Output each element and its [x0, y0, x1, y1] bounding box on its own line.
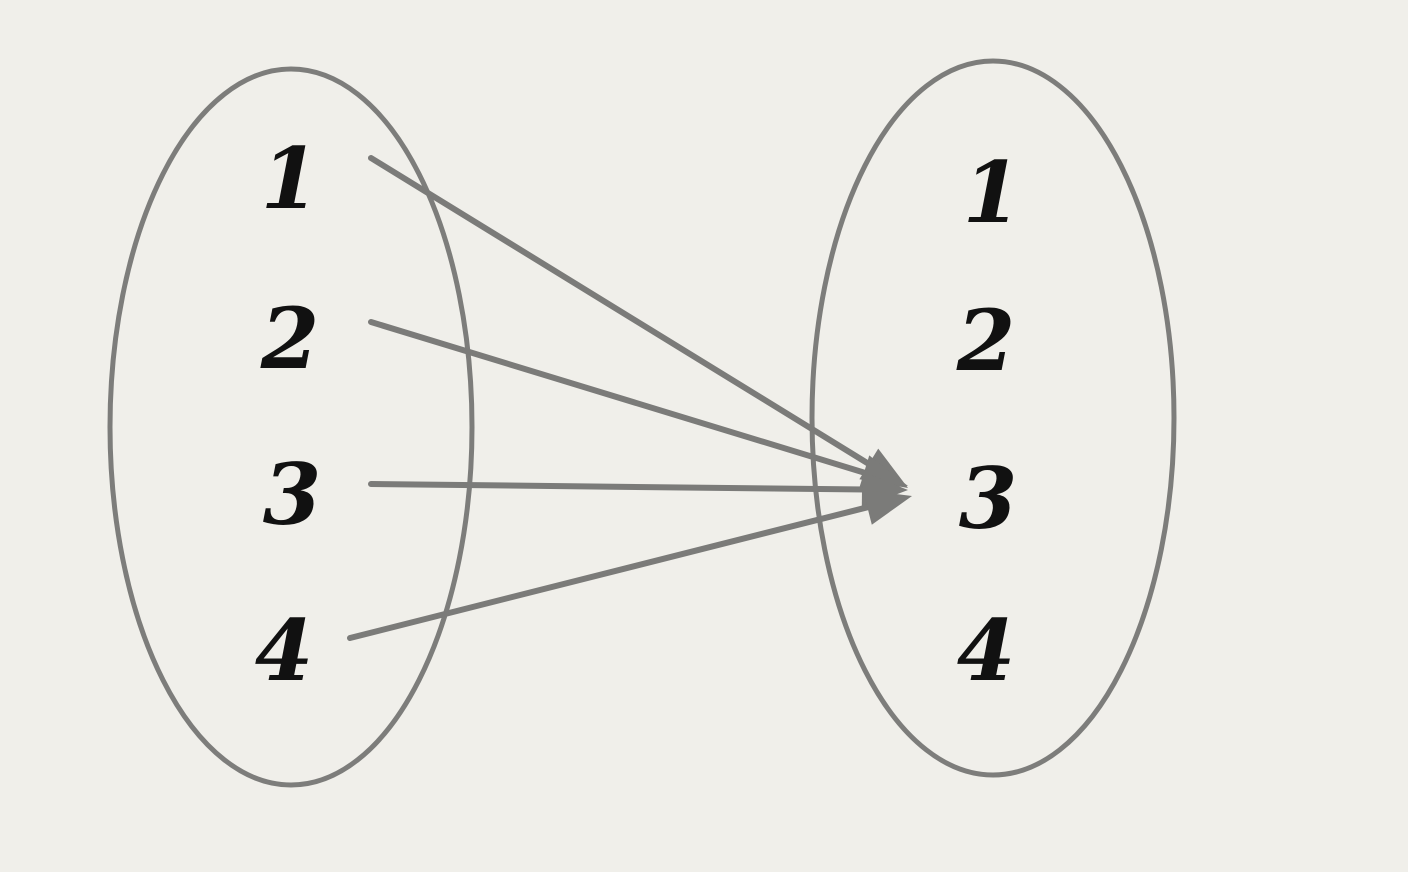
codomain-element-4: 4: [957, 601, 1015, 700]
domain-element-4: 4: [255, 601, 313, 700]
codomain-element-2: 2: [956, 291, 1015, 390]
codomain-element-3: 3: [959, 449, 1017, 548]
mapping-arrow-2-to-3: [368, 319, 871, 477]
mapping-arrow-1-to-3: [368, 155, 876, 470]
domain-element-3: 3: [263, 445, 321, 544]
domain-set-ellipse: [107, 66, 475, 788]
codomain-element-1: 1: [963, 143, 1021, 242]
domain-element-1: 1: [261, 129, 319, 228]
codomain-elements: 1 2 3 4: [956, 143, 1021, 700]
codomain-set-ellipse: [809, 58, 1177, 778]
domain-element-2: 2: [260, 289, 319, 388]
arrowhead-4-to-3: [862, 489, 912, 525]
mapping-arrows: [347, 155, 912, 641]
domain-elements: 1 2 3 4: [255, 129, 321, 700]
mapping-arrow-4-to-3: [347, 503, 875, 641]
mapping-arrow-3-to-3: [368, 481, 870, 493]
